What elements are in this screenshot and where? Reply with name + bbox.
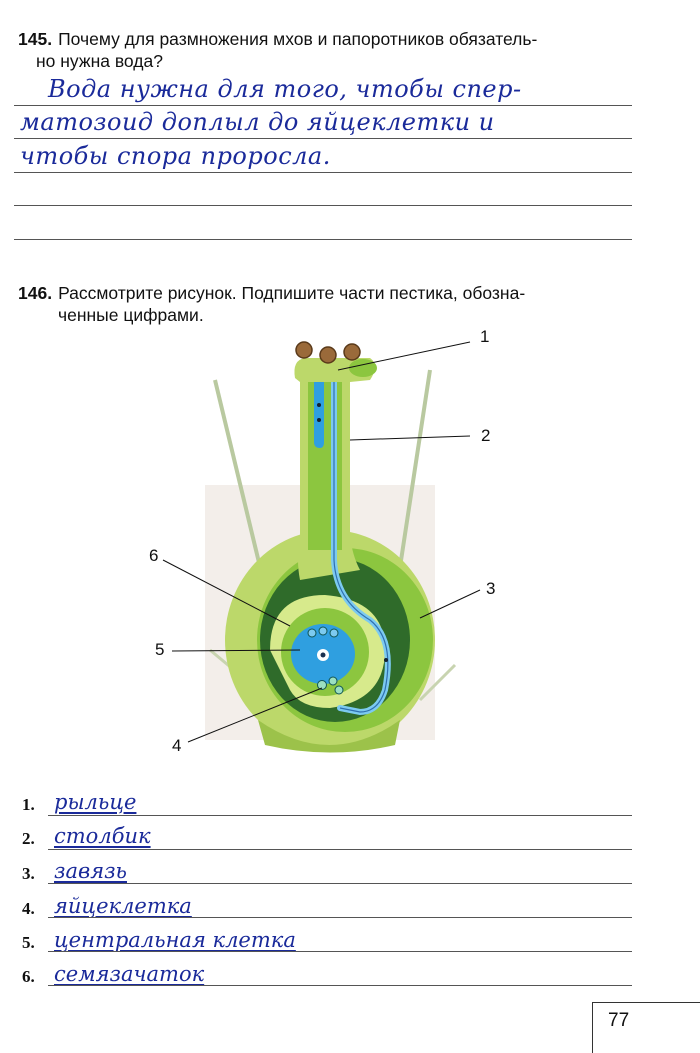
antipodal-cell xyxy=(329,628,339,638)
antipodal-cell xyxy=(307,628,317,638)
handwritten-answer-line: матозоид доплыл до яйцеклетки и xyxy=(20,108,495,136)
answer-line xyxy=(14,205,632,206)
egg-cell xyxy=(317,680,327,690)
pollen-tube-outline xyxy=(333,368,389,713)
answer-number: 4. xyxy=(22,899,35,918)
question-145: 145.Почему для размножения мхов и папоро… xyxy=(18,28,537,50)
central-cell-nucleus xyxy=(320,652,326,658)
page-number: 77 xyxy=(608,1010,630,1031)
answer-line xyxy=(14,105,632,106)
callout-6: 6 xyxy=(149,546,159,565)
sepal-lower-right xyxy=(418,663,457,702)
callout-5: 5 xyxy=(155,640,165,659)
answer-line xyxy=(14,172,632,173)
answer-number: 5. xyxy=(22,933,35,952)
answer-4: яйцеклетка xyxy=(54,894,192,918)
pollen-grain xyxy=(319,346,337,364)
question-number: 145. xyxy=(18,29,53,49)
answer-3: завязь xyxy=(54,859,127,883)
answer-1: рыльце xyxy=(54,790,137,814)
callout-4: 4 xyxy=(172,736,182,755)
callout-1: 1 xyxy=(480,327,490,346)
leader-line-6 xyxy=(162,559,291,627)
answer-number: 2. xyxy=(22,829,35,848)
question-text: Почему для размножения мхов и папоротник… xyxy=(58,29,538,49)
answer-number: 3. xyxy=(22,864,35,883)
antipodal-cell xyxy=(318,626,328,636)
question-146: 146.Рассмотрите рисунок. Подпишите части… xyxy=(18,282,525,304)
callout-2: 2 xyxy=(481,426,491,445)
answer-2: столбик xyxy=(54,824,151,848)
ovary-base xyxy=(258,720,400,753)
answer-line xyxy=(48,815,632,816)
synergid xyxy=(328,676,338,686)
answer-line xyxy=(14,239,632,240)
stigma-lobe xyxy=(349,359,377,377)
answer-line xyxy=(48,883,632,884)
sperm-nucleus xyxy=(317,418,321,422)
answer-line xyxy=(48,985,632,986)
question-146-cont: ченные цифрами. xyxy=(58,305,204,325)
pollen-grain xyxy=(295,341,313,359)
leader-line-4 xyxy=(187,687,323,743)
leader-line-2 xyxy=(349,435,471,441)
question-number: 146. xyxy=(18,283,53,303)
answer-6: семязачаток xyxy=(54,962,205,986)
sperm-nucleus xyxy=(384,658,388,662)
leader-line-1 xyxy=(337,341,471,371)
question-145-cont: но нужна вода? xyxy=(36,51,163,71)
callout-3: 3 xyxy=(486,579,496,598)
answer-number: 1. xyxy=(22,795,35,814)
pollen-tube-upper xyxy=(314,372,324,448)
answer-number: 6. xyxy=(22,967,35,986)
leader-line-3 xyxy=(419,589,481,619)
answer-line xyxy=(14,138,632,139)
answer-line xyxy=(48,951,632,952)
synergid xyxy=(334,685,344,695)
question-text: Рассмотрите рисунок. Подпишите части пес… xyxy=(58,283,526,303)
handwritten-answer-line: чтобы спора проросла. xyxy=(20,142,331,170)
answer-line xyxy=(48,917,632,918)
answer-line xyxy=(48,849,632,850)
pollen-grain xyxy=(343,343,361,361)
answer-5: центральная клетка xyxy=(54,928,296,952)
handwritten-answer-line: Вода нужна для того, чтобы спер- xyxy=(48,75,522,103)
page-number-box xyxy=(592,1002,700,1053)
sperm-nucleus xyxy=(317,403,321,407)
leader-line-5 xyxy=(171,649,301,652)
